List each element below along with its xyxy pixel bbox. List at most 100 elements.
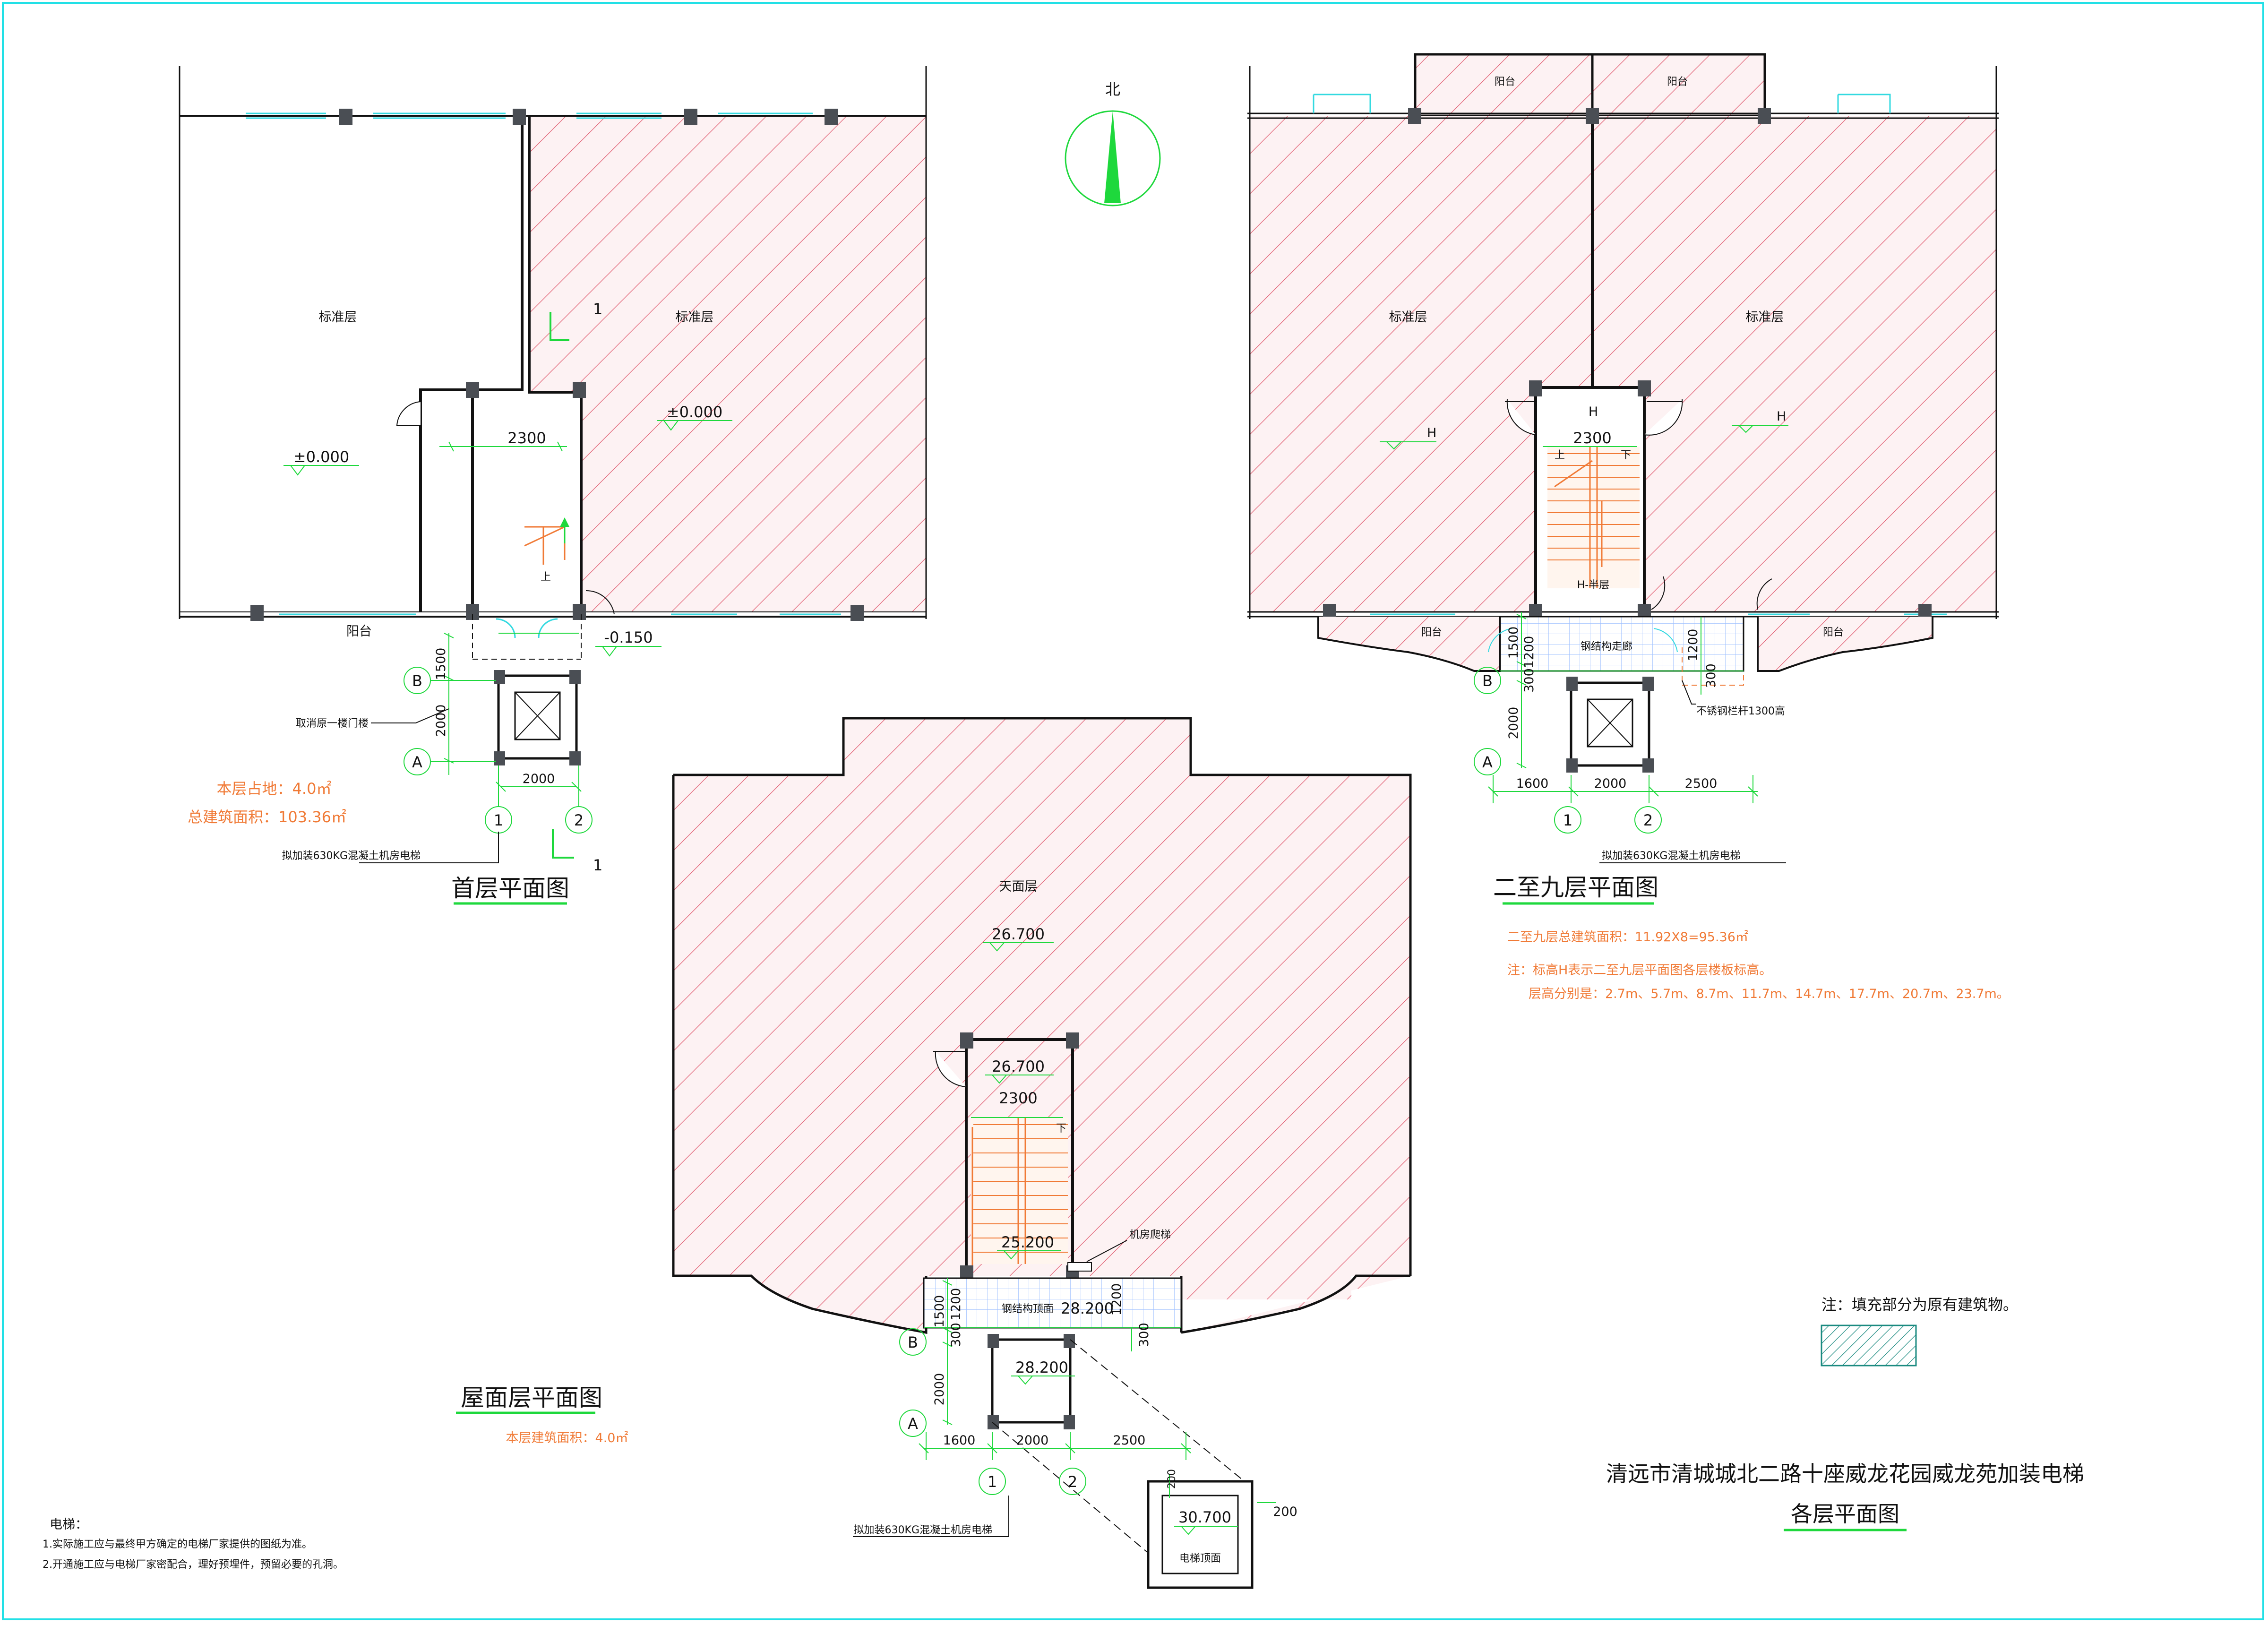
- axis-1: 1: [1563, 811, 1572, 829]
- axis-2: 2: [574, 811, 584, 829]
- typical-plan-title: 二至九层平面图: [1493, 874, 1658, 901]
- dim-stair-width: 2300: [507, 429, 546, 447]
- room-left-label: 标准层: [319, 310, 357, 325]
- dim-2000-vertical: 2000: [932, 1373, 947, 1406]
- corridor-roof-label: 钢结构顶面: [1002, 1303, 1054, 1315]
- up-mark: 上: [1555, 449, 1565, 461]
- room-left-label: 标准层: [1389, 310, 1427, 325]
- axis-1: 1: [988, 1473, 997, 1491]
- balcony-bottom-left: 阳台: [1421, 627, 1442, 638]
- machine-ladder-label: 机房爬梯: [1129, 1229, 1171, 1241]
- axis-2: 2: [1643, 811, 1653, 829]
- level-left: ±0.000: [293, 448, 349, 466]
- notes-line-2: 2.开通施工应与电梯厂家密配合，理好预埋件，预留必要的孔洞。: [43, 1559, 344, 1571]
- balcony-top-left: 阳台: [1495, 76, 1515, 88]
- notes-line-1: 1.实际施工应与最终甲方确定的电梯厂家提供的图纸为准。: [43, 1539, 312, 1550]
- elevator-roof-label: 电梯顶面: [1179, 1553, 1221, 1565]
- roof-plan-title: 屋面层平面图: [461, 1384, 602, 1411]
- dim-1600: 1600: [1516, 776, 1549, 791]
- roof-room-label: 天面层: [999, 879, 1038, 894]
- dim-2000-horizontal: 2000: [523, 772, 555, 786]
- section-mark-top: 1: [593, 300, 602, 318]
- corridor-level: 28.200: [1061, 1299, 1114, 1317]
- dim-2000-vertical: 2000: [1506, 707, 1521, 739]
- dim-2500: 2500: [1113, 1433, 1146, 1448]
- legend-note: 注：填充部分为原有建筑物。: [1821, 1296, 2018, 1314]
- typical-note-2: 层高分别是：2.7m、5.7m、8.7m、11.7m、14.7m、17.7m、2…: [1529, 987, 2010, 1001]
- roof-plan: 2300 1500 1200 300 1200 300 2000 1600 20…: [456, 717, 1412, 1589]
- ground-plan-title: 首层平面图: [451, 875, 569, 902]
- hatch-legend: 注：填充部分为原有建筑物。: [1821, 1296, 2018, 1367]
- axis-a: A: [1482, 753, 1493, 771]
- level-entry: -0.150: [604, 628, 653, 646]
- dim-2000-horizontal: 2000: [1016, 1433, 1049, 1448]
- balcony-label: 阳台: [346, 624, 372, 639]
- project-title: 清远市清城城北二路十座威龙花园威龙苑加装电梯: [1606, 1461, 2084, 1487]
- roof-level: 26.700: [992, 925, 1045, 943]
- shaft-level: 28.200: [1015, 1358, 1068, 1376]
- axis-a: A: [412, 753, 422, 771]
- dim-stair-width: 2300: [1573, 429, 1611, 447]
- north-label: 北: [1105, 80, 1120, 98]
- axis-1: 1: [494, 811, 503, 829]
- elevator-note: 拟加装630KG混凝土机房电梯: [282, 850, 421, 862]
- notes-heading: 电梯：: [50, 1517, 88, 1532]
- h-mark-left: H: [1427, 426, 1436, 440]
- landing-level: 25.200: [1001, 1233, 1054, 1251]
- axis-a: A: [908, 1415, 918, 1433]
- h-half-mark: H-半层: [1577, 579, 1609, 591]
- dim-1200-right: 1200: [1109, 1283, 1124, 1316]
- north-arrow: 北: [1065, 80, 1161, 206]
- dim-300-right: 300: [1137, 1323, 1151, 1347]
- dim-200-top: 200: [1166, 1469, 1178, 1489]
- balcony-bottom-right: 阳台: [1823, 627, 1844, 638]
- elevator-note: 拟加装630KG混凝土机房电梯: [854, 1524, 992, 1536]
- level-right: ±0.000: [667, 403, 722, 421]
- drawing-title-block: 清远市清城城北二路十座威龙花园威龙苑加装电梯 各层平面图: [1606, 1461, 2084, 1531]
- typical-note-1: 注：标高H表示二至九层平面图各层楼板标高。: [1507, 963, 1772, 978]
- dim-300: 300: [1522, 668, 1537, 693]
- dim-300-right: 300: [1704, 663, 1718, 688]
- sheet-title: 各层平面图: [1791, 1501, 1899, 1527]
- dim-2000-horizontal: 2000: [1594, 776, 1627, 791]
- dim-1200: 1200: [949, 1288, 963, 1321]
- dim-1500: 1500: [434, 648, 448, 680]
- stair-top-level: 26.700: [992, 1058, 1045, 1075]
- dim-1600: 1600: [943, 1433, 976, 1448]
- typical-area-total: 二至九层总建筑面积：11.92X8=95.36㎡: [1507, 930, 1748, 945]
- axis-b: B: [412, 672, 422, 690]
- axis-b: B: [1482, 672, 1493, 690]
- ground-floor-plan: 上 2300 1500 2000 2000 B A 1 2: [179, 66, 927, 905]
- general-notes: 电梯： 1.实际施工应与最终甲方确定的电梯厂家提供的图纸为准。 2.开通施工应与…: [43, 1517, 344, 1571]
- remove-door-note: 取消原一楼门楼: [296, 718, 369, 730]
- corridor-label: 钢结构走廊: [1581, 641, 1632, 653]
- dim-1500: 1500: [1506, 627, 1521, 659]
- dim-200-side: 200: [1273, 1505, 1297, 1519]
- room-right-label: 标准层: [1746, 310, 1784, 325]
- dim-1200-right: 1200: [1686, 629, 1701, 662]
- dim-1200: 1200: [1522, 636, 1537, 669]
- typical-floor-plan: 2300 1500 1200 300 1200 300 2000 1600 20…: [1247, 53, 2010, 1001]
- area-occupied: 本层占地：4.0㎡: [217, 780, 332, 798]
- area-total: 总建筑面积：103.36㎡: [188, 808, 346, 826]
- down-mark: 下: [1621, 449, 1631, 461]
- roof-area: 本层建筑面积：4.0㎡: [506, 1431, 628, 1445]
- down-mark: 下: [1056, 1123, 1066, 1135]
- axis-b: B: [908, 1333, 918, 1351]
- room-right-label: 标准层: [676, 310, 714, 325]
- up-mark: 上: [541, 571, 551, 583]
- h-mark-stair: H: [1589, 404, 1598, 419]
- h-mark-right: H: [1777, 409, 1786, 424]
- machine-level: 30.700: [1178, 1508, 1231, 1526]
- dim-stair-width: 2300: [999, 1089, 1037, 1107]
- dim-1500: 1500: [932, 1295, 947, 1328]
- elevator-note: 拟加装630KG混凝土机房电梯: [1602, 850, 1740, 862]
- dim-300: 300: [949, 1323, 963, 1347]
- section-mark-bottom: 1: [593, 856, 602, 874]
- dim-2500: 2500: [1685, 776, 1718, 791]
- axis-2: 2: [1068, 1473, 1077, 1491]
- railing-label: 不锈钢栏杆1300高: [1696, 705, 1785, 717]
